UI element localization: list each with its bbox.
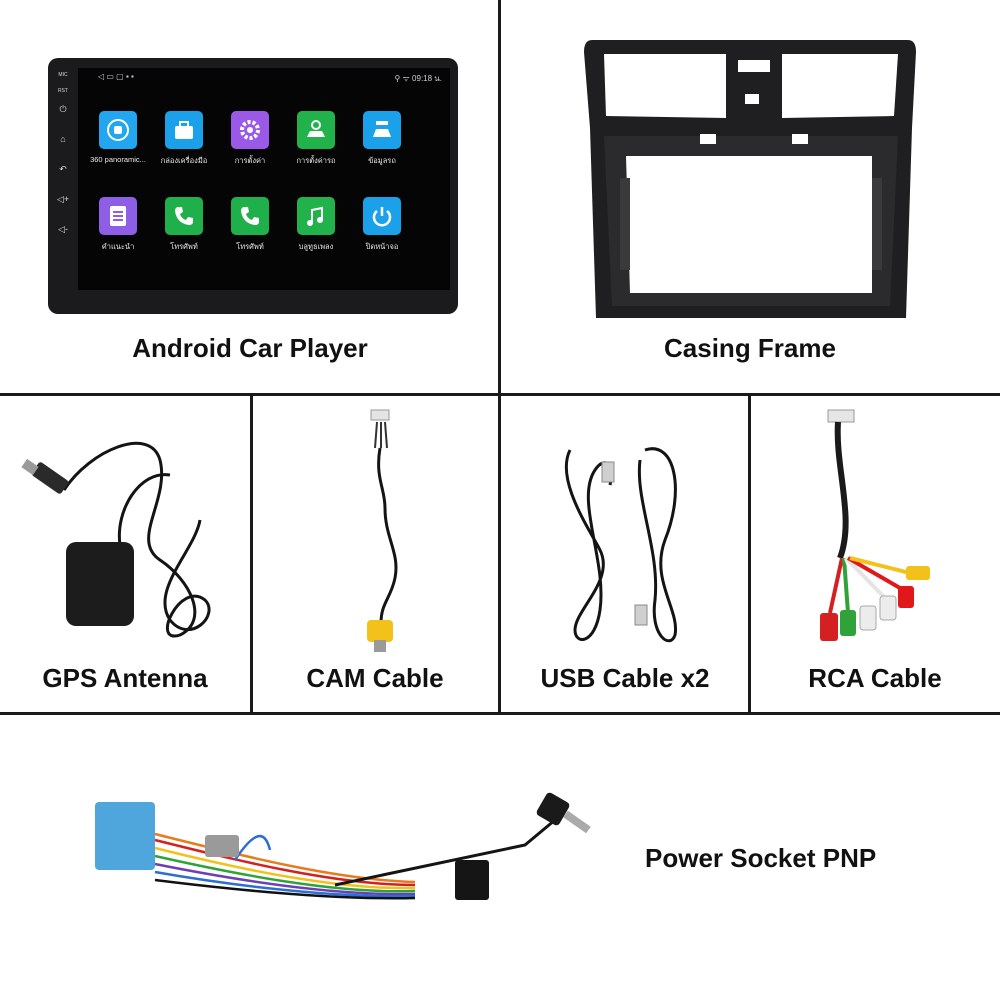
app-toolbox[interactable]: กล่องเครื่องมือ	[151, 111, 217, 167]
grid-divider	[748, 395, 751, 713]
head-unit-screen: ◁ ▭ ▢ ▪ ▪ ⚲ ᯤ 09:18 น. 360 panoramic... ก…	[78, 68, 450, 290]
app-settings-gear[interactable]: การตั้งค่า	[217, 111, 283, 167]
grid-divider	[498, 395, 501, 713]
app-bluetooth-music[interactable]: บลูทูธเพลง	[283, 197, 349, 253]
app-label: โทรศัพท์	[236, 242, 264, 251]
cam-cable-image	[367, 409, 398, 652]
manual-list-icon	[99, 197, 137, 235]
gps-antenna-image	[21, 441, 211, 638]
volume-up-icon[interactable]: ◁+	[56, 194, 70, 204]
item-label-cam-cable: CAM Cable	[306, 663, 444, 693]
back-icon[interactable]: ↶	[59, 164, 67, 174]
nav-status-icons: ◁ ▭ ▢ ▪ ▪	[98, 72, 134, 81]
app-label: คำแนะนำ	[101, 242, 135, 251]
phone-icon	[165, 197, 203, 235]
phone-icon	[231, 197, 269, 235]
volume-down-icon[interactable]: ◁-	[58, 224, 68, 234]
item-label-usb-cable: USB Cable x2	[540, 663, 710, 693]
app-label: ข้อมูลรถ	[368, 156, 396, 165]
item-label-power-socket: Power Socket PNP	[645, 843, 877, 873]
rst-label: RST	[58, 88, 68, 94]
item-label-gps-antenna: GPS Antenna	[42, 663, 208, 693]
grid-divider	[498, 0, 501, 393]
rca-cable-image	[820, 409, 930, 641]
app-label: กล่องเครื่องมือ	[160, 156, 208, 165]
bluetooth-music-icon	[297, 197, 335, 235]
toolbox-icon	[165, 111, 203, 149]
app-screen-off[interactable]: ปิดหน้าจอ	[349, 197, 415, 253]
home-icon[interactable]: ⌂	[60, 134, 66, 144]
power-socket-harness-image	[95, 792, 591, 900]
app-label: การตั้งค่ารถ	[296, 156, 336, 165]
grid-divider	[0, 712, 1000, 715]
usb-cable-image	[564, 447, 678, 643]
app-phone[interactable]: โทรศัพท์	[151, 197, 217, 253]
screen-off-icon	[363, 197, 401, 235]
power-icon[interactable]: ⏻	[59, 104, 67, 114]
clock-status: ⚲ ᯤ 09:18 น.	[394, 74, 442, 83]
app-label: ปิดหน้าจอ	[365, 242, 399, 251]
item-label-rca-cable: RCA Cable	[808, 663, 942, 693]
app-manual-list[interactable]: คำแนะนำ	[85, 197, 151, 253]
app-label: บลูทูธเพลง	[298, 242, 334, 251]
car-360-icon	[99, 111, 137, 149]
app-label: โทรศัพท์	[170, 242, 198, 251]
mic-label: MIC	[58, 72, 68, 78]
app-car-360[interactable]: 360 panoramic...	[85, 111, 151, 164]
app-label: การตั้งค่า	[234, 156, 266, 165]
app-car-settings[interactable]: การตั้งค่ารถ	[283, 111, 349, 167]
grid-divider	[0, 393, 1000, 396]
item-label-casing-frame: Casing Frame	[664, 333, 836, 363]
car-settings-icon	[297, 111, 335, 149]
casing-frame-image	[584, 40, 916, 318]
status-bar: ◁ ▭ ▢ ▪ ▪ ⚲ ᯤ 09:18 น.	[78, 72, 450, 84]
settings-gear-icon	[231, 111, 269, 149]
item-label-android-car-player: Android Car Player	[132, 333, 368, 363]
car-info-icon	[363, 111, 401, 149]
app-phone[interactable]: โทรศัพท์	[217, 197, 283, 253]
grid-divider	[250, 395, 253, 713]
app-label: 360 panoramic...	[90, 155, 146, 164]
app-car-info[interactable]: ข้อมูลรถ	[349, 111, 415, 167]
